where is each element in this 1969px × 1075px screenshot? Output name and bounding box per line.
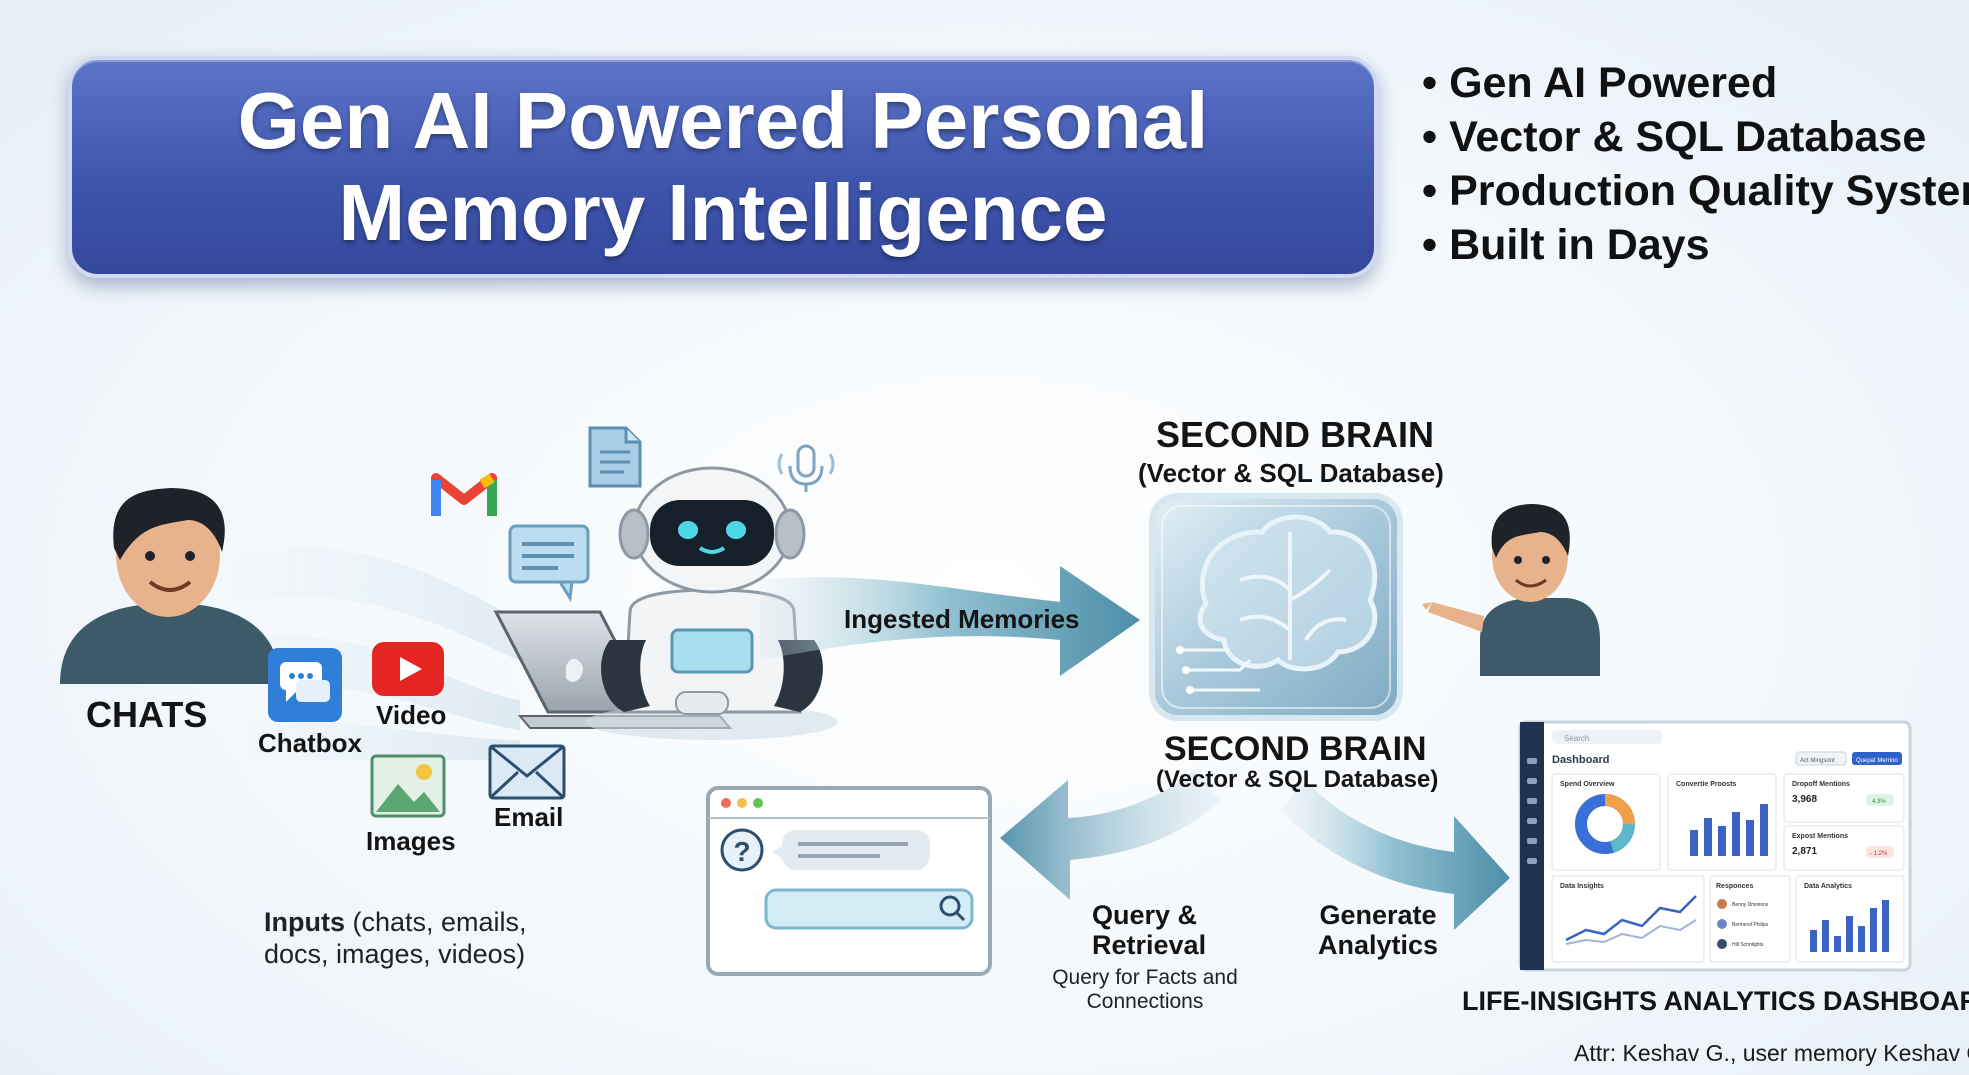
card-badge: - 1.2%: [1870, 851, 1888, 857]
query-sublabel-line: Connections: [1086, 990, 1204, 1013]
inputs-caption-rest: docs, images, videos): [264, 939, 526, 969]
card-title: Expost Mentions: [1792, 833, 1848, 840]
email-icon: [488, 744, 566, 800]
page-title: Gen AI Powered Personal Memory Intellige…: [238, 75, 1209, 259]
video-label: Video: [376, 700, 447, 730]
feature-item: Built in Days: [1422, 218, 1969, 272]
brain-title-bottom: SECOND BRAIN: [1164, 730, 1427, 768]
response-item: Benny Dminions: [1732, 902, 1769, 908]
brain-title-top: SECOND BRAIN: [1156, 414, 1435, 455]
response-item: Hill Schnlights: [1732, 942, 1764, 948]
video-icon: [372, 642, 444, 696]
images-label: Images: [366, 826, 456, 856]
title-banner: Gen AI Powered Personal Memory Intellige…: [68, 56, 1378, 278]
card-title: Dropoff Mentions: [1792, 781, 1850, 788]
card-title: Spend Overview: [1560, 781, 1615, 788]
title-line-1: Gen AI Powered Personal: [237, 76, 1209, 165]
dashboard-heading: Dashboard: [1552, 754, 1609, 766]
person-avatar-left: [60, 488, 280, 684]
card-value: 3,968: [1792, 794, 1817, 805]
document-icon: [588, 426, 642, 488]
query-label-line: Query &: [1092, 900, 1198, 930]
analytics-arrow: [1280, 780, 1510, 930]
chat-bubble-icon: [508, 524, 590, 603]
generate-label-line: Generate: [1319, 900, 1437, 930]
query-label-line: Retrieval: [1092, 930, 1207, 960]
brain-icon: [1149, 493, 1403, 721]
brain-subtitle-bottom: (Vector & SQL Database): [1156, 766, 1439, 793]
microphone-icon: [777, 444, 835, 492]
chats-label: CHATS: [86, 694, 208, 735]
dashboard-button[interactable]: Quepat Merrion: [1856, 758, 1898, 764]
dashboard-search-input[interactable]: Search: [1564, 734, 1589, 743]
images-icon: [370, 754, 446, 818]
analytics-dashboard: Search Dashboard Act Mingsont Quepat Mer…: [1518, 720, 1912, 972]
inputs-caption-bold: Inputs: [264, 907, 345, 937]
person-avatar-right: [1422, 504, 1600, 676]
svg-text:?: ?: [733, 836, 750, 867]
feature-item: Production Quality System: [1422, 164, 1969, 218]
chatbox-label: Chatbox: [258, 728, 362, 758]
generate-label: Generate Analytics: [1318, 900, 1438, 960]
chatbox-icon: [268, 648, 342, 722]
ingested-label: Ingested Memories: [844, 604, 1080, 634]
inputs-caption-rest: (chats, emails,: [345, 907, 527, 937]
ingested-arrow: [760, 566, 1140, 676]
card-value: 2,871: [1792, 846, 1817, 857]
feature-list: Gen AI Powered Vector & SQL Database Pro…: [1422, 56, 1969, 272]
card-title: Data Analytics: [1804, 883, 1852, 890]
robot-icon: [586, 466, 838, 740]
attribution: Attr: Keshav G., user memory Keshav G: [1574, 1040, 1969, 1066]
card-title: Responces: [1716, 883, 1753, 890]
gmail-icon: [431, 473, 497, 516]
query-window: ?: [706, 786, 992, 976]
dashboard-label: LIFE-INSIGHTS ANALYTICS DASHBOARD: [1462, 986, 1969, 1016]
card-title: Convertie Proosts: [1676, 781, 1736, 788]
response-item: Bennerol Philips: [1732, 922, 1769, 928]
query-arrow: [1000, 770, 1220, 900]
dashboard-filter[interactable]: Act Mingsont: [1800, 758, 1835, 764]
card-title: Data Insights: [1560, 883, 1604, 890]
email-label: Email: [494, 802, 564, 832]
query-label: Query & Retrieval: [1092, 900, 1206, 960]
title-line-2: Memory Intelligence: [338, 168, 1108, 257]
feature-item: Vector & SQL Database: [1422, 110, 1969, 164]
query-sublabel-line: Query for Facts and: [1052, 966, 1238, 989]
generate-label-line: Analytics: [1318, 930, 1439, 960]
inputs-caption: Inputs (chats, emails, docs, images, vid…: [264, 906, 527, 970]
brain-subtitle-top: (Vector & SQL Database): [1138, 458, 1444, 488]
query-sublabel: Query for Facts and Connections: [1050, 966, 1240, 1014]
feature-item: Gen AI Powered: [1422, 56, 1969, 110]
card-badge: 4.3%: [1872, 799, 1886, 805]
